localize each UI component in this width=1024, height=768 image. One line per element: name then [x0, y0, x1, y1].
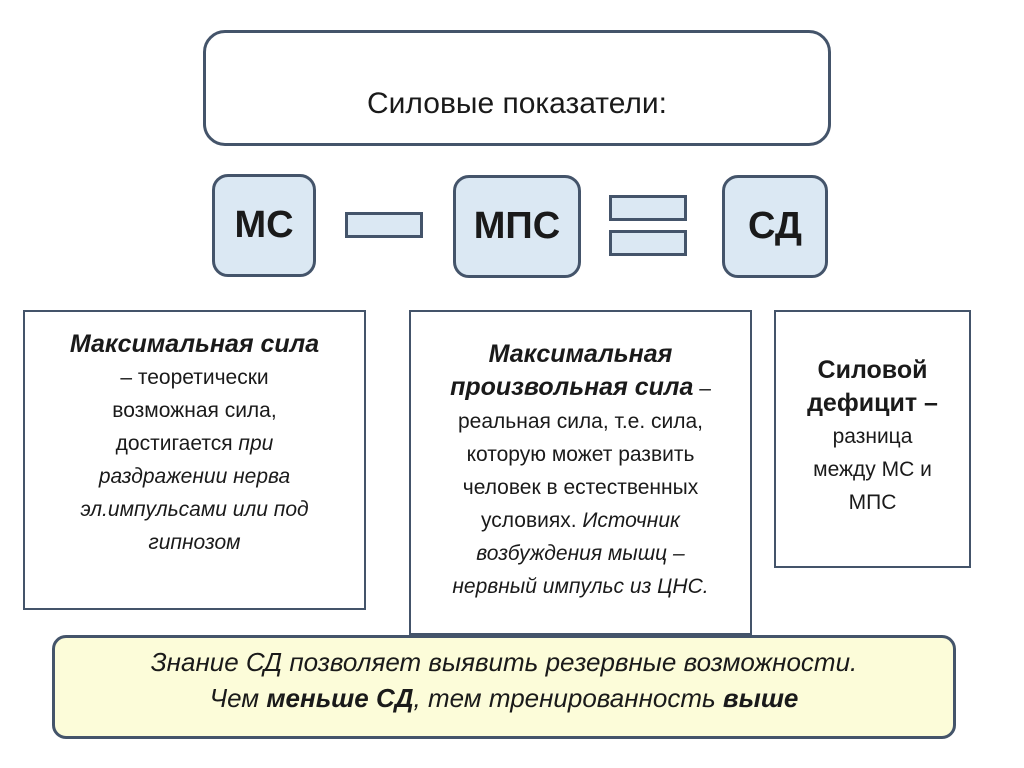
- definition-ms-heading: Максимальная сила: [69, 330, 320, 358]
- definition-box-sd: Силовой дефицит – разница между МС и МПС: [774, 310, 971, 568]
- definition-sd-text-1: разница: [832, 425, 913, 448]
- definition-sd-text-2: между МС и: [813, 458, 932, 481]
- note-line-2-part-1: Чем: [209, 683, 267, 713]
- definition-ms-italic-2: раздражении нерва: [98, 465, 291, 488]
- definition-mps-italic-1: Источник: [582, 509, 680, 532]
- definition-mps-italic-2: возбуждения мышц –: [476, 542, 685, 565]
- definition-ms-text-3: достигается при: [25, 427, 364, 460]
- definition-ms-text-3a: достигается: [115, 432, 239, 455]
- definition-mps-text-4: условиях.: [481, 509, 583, 532]
- definition-sd-heading-2: дефицит –: [807, 389, 938, 417]
- definition-mps-heading-1: Максимальная: [488, 340, 673, 368]
- definition-sd-heading-1: Силовой: [817, 356, 928, 384]
- note-line-2-bold-1: меньше СД: [266, 683, 414, 713]
- title-box: Силовые показатели:: [203, 30, 831, 146]
- definition-ms-italic-4: гипнозом: [148, 531, 241, 554]
- definition-ms-text-1: – теоретически: [120, 366, 269, 389]
- abbr-box-mps: МПС: [453, 175, 581, 278]
- definition-ms-text-2: возможная сила,: [112, 399, 277, 422]
- definition-mps-text-2: которую может развить: [466, 443, 695, 466]
- definition-box-ms: Максимальная сила – теоретически возможн…: [23, 310, 366, 610]
- equals-bar-top: [609, 195, 687, 221]
- definition-ms-italic-3: эл.импульсами или под: [80, 498, 309, 521]
- abbr-sd-label: СД: [747, 205, 802, 247]
- equals-bar-bottom: [609, 230, 687, 256]
- definition-box-mps: Максимальная произвольная сила – реальна…: [409, 310, 752, 635]
- definition-mps-italic-3: нервный импульс из ЦНС.: [452, 575, 709, 598]
- definition-mps-text-3: человек в естественных: [462, 476, 699, 499]
- conclusion-note: Знание СД позволяет выявить резервные во…: [52, 635, 956, 739]
- definition-mps-text-1: реальная сила, т.е. сила,: [457, 410, 704, 433]
- definition-mps-heading-2: произвольная сила: [450, 373, 694, 401]
- abbr-ms-label: МС: [234, 204, 294, 246]
- abbr-mps-label: МПС: [473, 205, 561, 247]
- note-line-2-part-2: , тем тренированность: [413, 683, 723, 713]
- abbr-box-sd: СД: [722, 175, 828, 278]
- minus-bar: [345, 212, 423, 238]
- note-line-2-bold-2: выше: [722, 683, 799, 713]
- definition-sd-text-3: МПС: [848, 491, 897, 514]
- abbr-box-ms: МС: [212, 174, 316, 277]
- note-line-1: Знание СД позволяет выявить резервные во…: [150, 647, 858, 677]
- definition-mps-dash: –: [693, 377, 711, 400]
- title-text: Силовые показатели:: [367, 87, 667, 120]
- note-line-2: Чем меньше СД, тем тренированность выше: [55, 680, 953, 716]
- definition-ms-italic-1: при: [238, 432, 274, 455]
